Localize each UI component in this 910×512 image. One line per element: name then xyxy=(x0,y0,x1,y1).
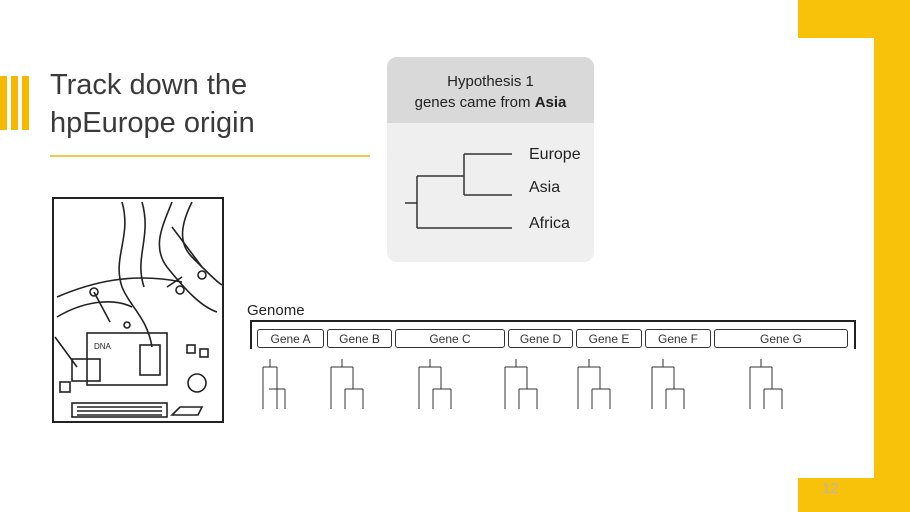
gene-box-d: Gene D xyxy=(508,329,573,348)
gene-tree-b xyxy=(331,359,363,409)
hypothesis-tree: Europe Asia Africa xyxy=(387,57,594,262)
tree-leaf-asia: Asia xyxy=(529,179,560,196)
page-number: 12 xyxy=(822,480,839,497)
gene-tree-g xyxy=(750,359,782,409)
slide-title: Track down the hpEurope origin xyxy=(50,66,255,142)
gene-tree-a xyxy=(263,359,285,409)
computer-sketch-illustration: DNA xyxy=(52,197,224,423)
gene-tree-d xyxy=(505,359,537,409)
gene-box-f: Gene F xyxy=(645,329,711,348)
hypothesis-card: Hypothesis 1 genes came from Asia Europe… xyxy=(387,57,594,262)
tree-leaf-europe: Europe xyxy=(529,146,581,163)
tree-leaf-africa: Africa xyxy=(529,215,570,232)
genome-label: Genome xyxy=(247,302,305,319)
gene-box-b: Gene B xyxy=(327,329,392,348)
gene-box-e: Gene E xyxy=(576,329,642,348)
title-line-1: Track down the xyxy=(50,66,255,104)
svg-text:DNA: DNA xyxy=(94,342,112,351)
title-accent-bars xyxy=(0,76,28,130)
title-line-2: hpEurope origin xyxy=(50,104,255,142)
gene-box-c: Gene C xyxy=(395,329,505,348)
gene-tree-f xyxy=(652,359,684,409)
gene-tree-e xyxy=(578,359,610,409)
gene-box-a: Gene A xyxy=(257,329,324,348)
gene-tree-c xyxy=(419,359,451,409)
gene-box-g: Gene G xyxy=(714,329,848,348)
title-underline xyxy=(50,155,370,157)
